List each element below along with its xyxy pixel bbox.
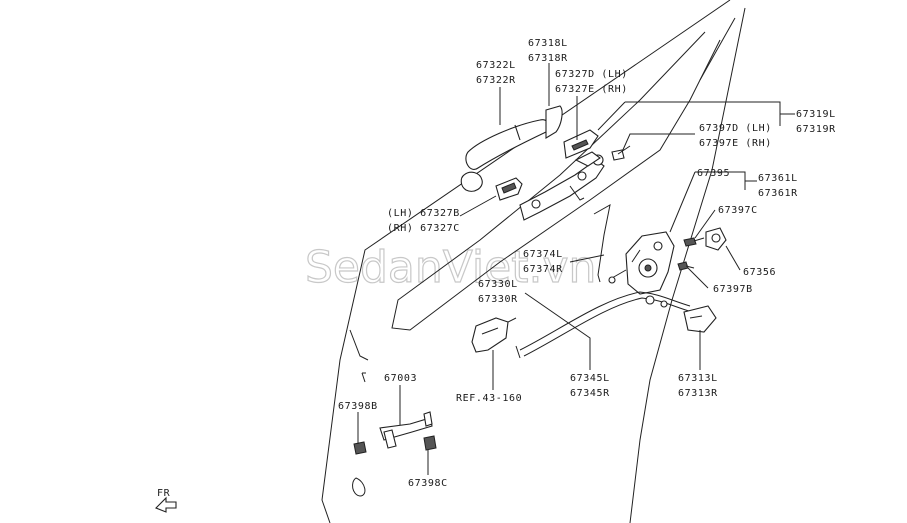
- screw-67397c: [683, 237, 705, 247]
- watermark: SedanViet.vn: [305, 242, 596, 293]
- door-frame: [321, 0, 746, 523]
- actuator-67313: [683, 305, 717, 333]
- label-67003: 67003: [384, 373, 417, 384]
- label-67330r: 67330R: [478, 294, 518, 305]
- label-67356: 67356: [743, 267, 776, 278]
- label-67318l: 67318L: [528, 38, 568, 49]
- door-check-67003: [379, 411, 433, 449]
- leader-lines: [357, 63, 795, 475]
- fr-arrow: [155, 496, 177, 513]
- striker-67356: [705, 227, 727, 251]
- label-67374r: 67374R: [523, 264, 563, 275]
- label-67398b: 67398B: [338, 401, 378, 412]
- label-67313l: 67313L: [678, 373, 718, 384]
- label-67397d: 67397D (LH): [699, 123, 772, 134]
- bolt-67398b: [353, 441, 367, 455]
- label-67398c: 67398C: [408, 478, 448, 489]
- label-67395: 67395: [697, 168, 730, 179]
- handle-frame: [519, 151, 605, 221]
- bolt-67397de: [611, 145, 631, 161]
- label-67345r: 67345R: [570, 388, 610, 399]
- bolt-67398c: [423, 435, 437, 451]
- label-67397e: 67397E (RH): [699, 138, 772, 149]
- label-67313r: 67313R: [678, 388, 718, 399]
- label-67318r: 67318R: [528, 53, 568, 64]
- label-67330l: 67330L: [478, 279, 518, 290]
- label-67322l: 67322L: [476, 60, 516, 71]
- outside-handle-67322: [460, 119, 550, 192]
- label-67361l: 67361L: [758, 173, 798, 184]
- label-ref-43-160: REF.43-160: [456, 393, 522, 404]
- label-67397b: 67397B: [713, 284, 753, 295]
- label-67319l: 67319L: [796, 109, 836, 120]
- latch-67361: [608, 231, 675, 295]
- cables-67330-67345: [515, 291, 693, 359]
- label-67397c: 67397C: [718, 205, 758, 216]
- rod-67374: [593, 204, 611, 283]
- label-67327c: (RH) 67327C: [387, 223, 460, 234]
- label-67327e: 67327E (RH): [555, 84, 628, 95]
- screw-67397b: [677, 261, 695, 271]
- handle-cap-67318: [545, 105, 563, 139]
- bezel-67327bc: [495, 177, 523, 201]
- label-67322r: 67322R: [476, 75, 516, 86]
- part-labels: 67318L 67318R 67322L 67322R 67327D (LH) …: [157, 38, 836, 499]
- label-67327b: (LH) 67327B: [387, 208, 460, 219]
- label-67374l: 67374L: [523, 249, 563, 260]
- label-67361r: 67361R: [758, 188, 798, 199]
- label-67319r: 67319R: [796, 124, 836, 135]
- inside-bezel-67327de: [563, 129, 599, 159]
- label-fr: FR: [157, 488, 171, 499]
- label-67327d: 67327D (LH): [555, 69, 628, 80]
- label-67345l: 67345L: [570, 373, 610, 384]
- inside-handle-ref: [471, 317, 517, 353]
